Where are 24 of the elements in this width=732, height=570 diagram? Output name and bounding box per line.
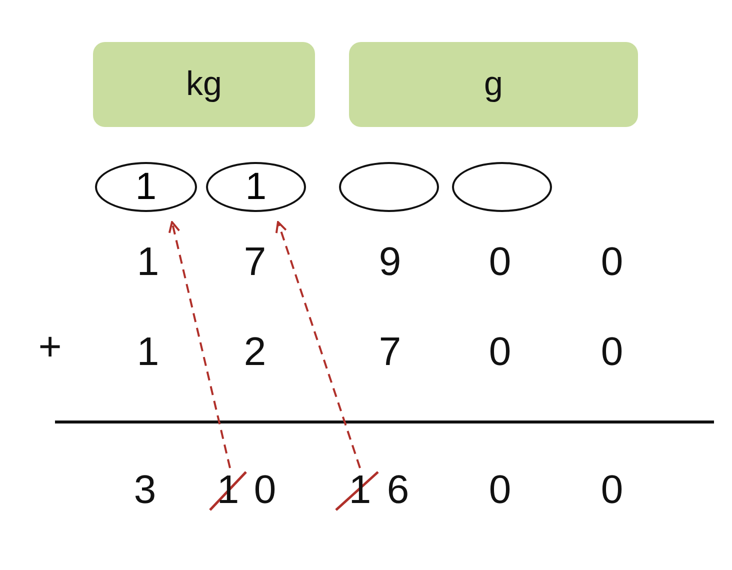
digit: 1: [136, 242, 160, 282]
carry-oval: [452, 162, 552, 212]
carry-oval: 1: [206, 162, 306, 212]
digit: 9: [378, 242, 402, 282]
carry-oval: [339, 162, 439, 212]
digit: 1: [136, 332, 160, 372]
carry-oval: 1: [95, 162, 197, 212]
digit: 0: [488, 332, 512, 372]
digit: 7: [378, 332, 402, 372]
digit: 0: [600, 242, 624, 282]
unit-header: kg: [93, 42, 315, 127]
digit: 0: [254, 470, 276, 510]
plus-sign: +: [38, 327, 62, 367]
digit: 0: [488, 242, 512, 282]
digit: 0: [600, 332, 624, 372]
digit: 6: [386, 470, 410, 510]
dashed-arrow: [275, 221, 361, 468]
dashed-arrow: [168, 221, 231, 468]
digit: 0: [488, 470, 512, 510]
digit: 2: [244, 332, 266, 372]
digit: 3: [134, 470, 156, 510]
unit-header: g: [349, 42, 638, 127]
digit: 7: [244, 242, 266, 282]
digit: 0: [600, 470, 624, 510]
